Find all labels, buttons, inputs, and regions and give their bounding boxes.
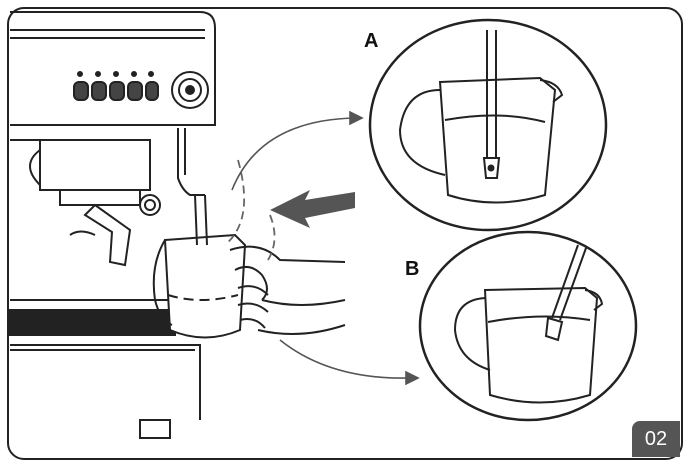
direction-arrow-icon <box>270 190 355 228</box>
callout-arrows <box>231 110 420 386</box>
motion-lines <box>224 159 276 261</box>
label-b: B <box>405 258 420 280</box>
page-number-badge: 02 <box>632 421 680 457</box>
detail-circle-a <box>368 18 608 232</box>
frame-border <box>7 7 683 460</box>
label-a: A <box>364 30 379 52</box>
control-buttons <box>73 71 159 101</box>
espresso-machine-icon <box>9 11 216 439</box>
steam-knob-icon <box>171 71 209 109</box>
pitcher-in-hand-icon <box>152 194 346 339</box>
detail-circle-b <box>418 230 638 422</box>
